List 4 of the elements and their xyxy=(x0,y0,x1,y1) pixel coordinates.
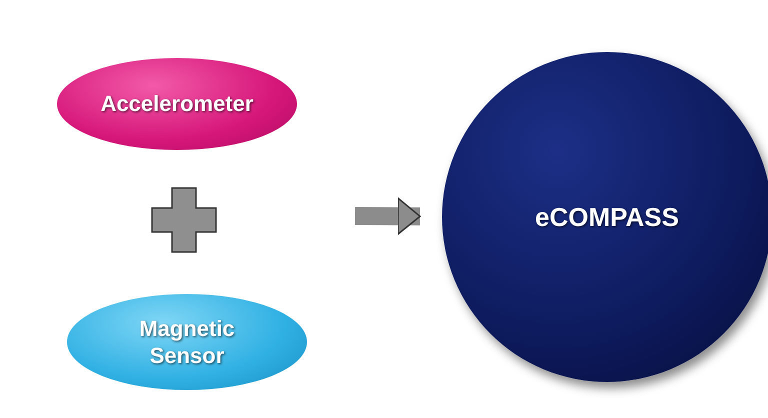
node-label: Accelerometer xyxy=(100,90,254,118)
block-arrow xyxy=(354,197,421,235)
node-label: Magnetic Sensor xyxy=(138,314,236,370)
node-label: eCOMPASS xyxy=(534,200,680,234)
